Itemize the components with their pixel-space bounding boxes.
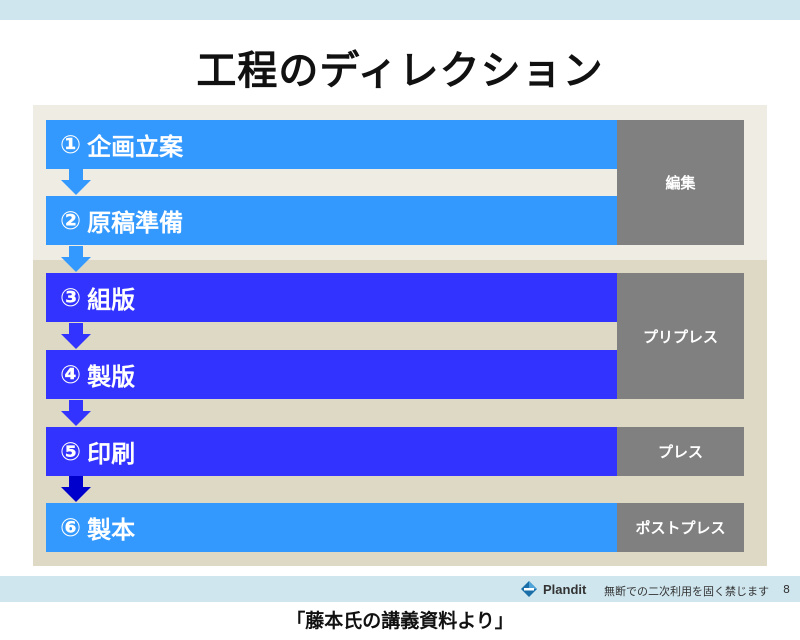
down-arrow-icon (61, 169, 91, 195)
step-number: ② (60, 206, 82, 235)
category-postpress: ポストプレス (617, 503, 744, 552)
step-label: 組版 (87, 286, 136, 314)
step-1: ① 企画立案 (46, 120, 617, 169)
step-number: ⑥ (60, 513, 82, 542)
step-number: ① (60, 130, 82, 159)
category-editing: 編集 (617, 120, 744, 245)
step-label: 印刷 (87, 440, 136, 468)
step-3: ③ 組版 (46, 273, 617, 322)
down-arrow-icon (61, 246, 91, 272)
step-label: 原稿準備 (87, 209, 184, 237)
copyright-notice: 無断での二次利用を固く禁じます (604, 585, 769, 598)
brand-name: Plandit (543, 582, 587, 597)
step-label: 製版 (87, 363, 136, 391)
down-arrow-icon (61, 323, 91, 349)
step-label: 企画立案 (87, 133, 184, 161)
slide-title: 工程のディレクション (196, 48, 604, 94)
step-label: 製本 (87, 516, 136, 544)
down-arrow-icon (61, 400, 91, 426)
step-6: ⑥ 製本 (46, 503, 617, 552)
plandit-logo-icon (521, 581, 537, 597)
down-arrow-icon (61, 476, 91, 502)
step-number: ⑤ (60, 437, 82, 466)
step-2: ② 原稿準備 (46, 196, 617, 245)
category-prepress: プリプレス (617, 273, 744, 399)
category-press: プレス (617, 427, 744, 476)
step-5: ⑤ 印刷 (46, 427, 617, 476)
source-caption: 「藤本氏の講義資料より」 (286, 610, 514, 632)
step-4: ④ 製版 (46, 350, 617, 399)
step-number: ④ (60, 360, 82, 389)
footer-band (0, 576, 800, 602)
page-number: 8 (783, 583, 790, 596)
step-number: ③ (60, 283, 82, 312)
top-band (0, 0, 800, 20)
